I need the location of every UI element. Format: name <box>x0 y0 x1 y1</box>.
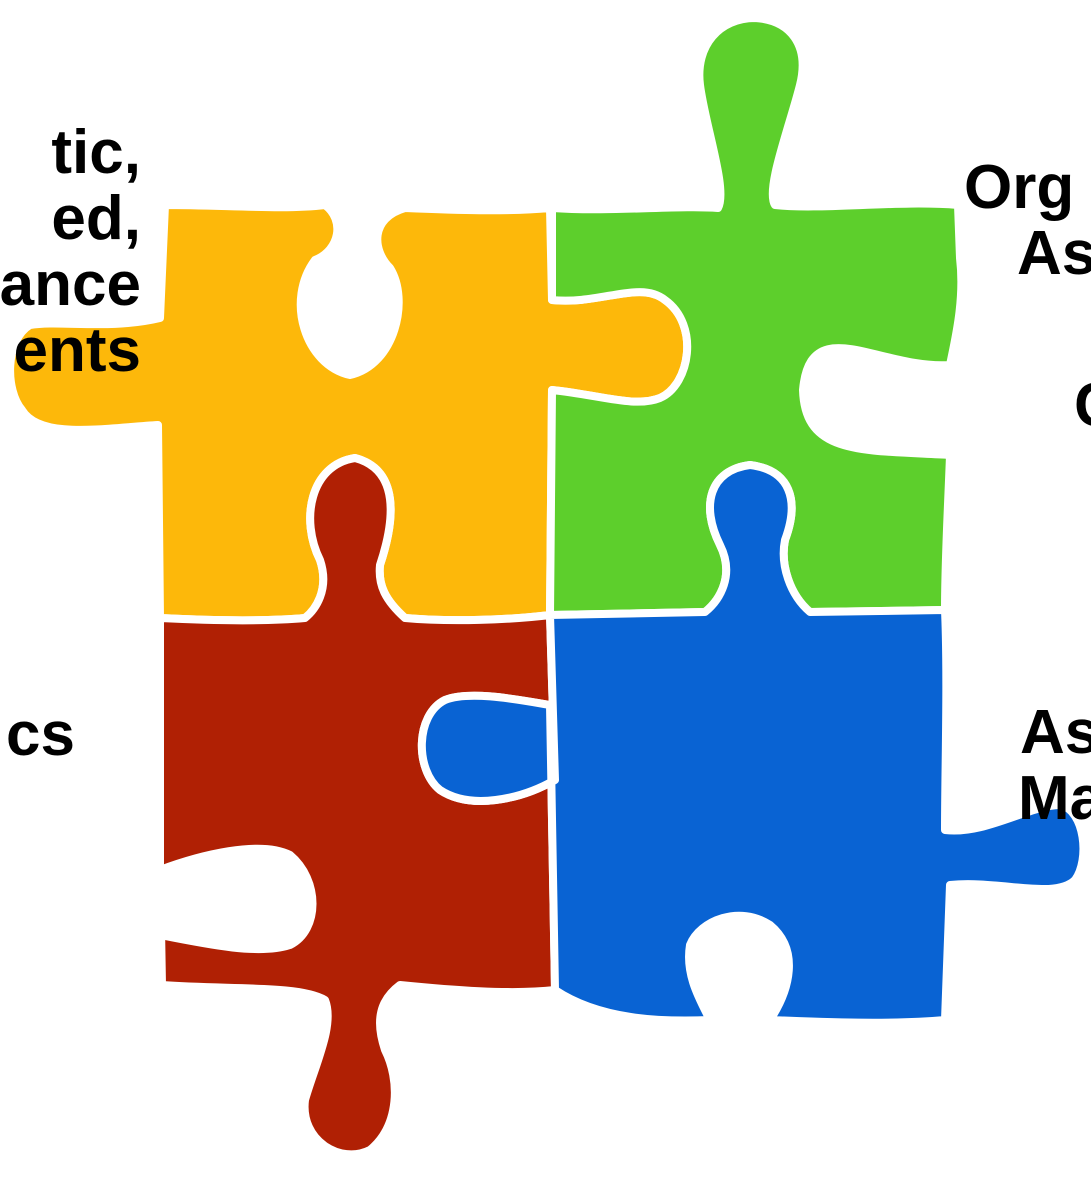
label-left-top-line-2: ed, <box>51 184 141 253</box>
label-right-top-line-1: Org <box>964 153 1075 222</box>
label-right-bottom: As Ma <box>1018 698 1091 833</box>
label-left-top-line-3: ance <box>0 250 141 319</box>
socket-green-right <box>803 348 950 455</box>
label-right-bottom-line-2: Ma <box>1018 764 1091 833</box>
label-left-top-line-4: ents <box>13 316 141 385</box>
label-left-top: tic, ed, ance ents <box>0 120 141 384</box>
socket-red-left <box>160 848 313 950</box>
label-right-top-line-3: C <box>964 373 1091 439</box>
socket-yellow-top <box>300 205 405 375</box>
socket-blue-bottom <box>689 915 789 1020</box>
label-right-bottom-line-1: As <box>1020 698 1091 767</box>
label-left-top-line-1: tic, <box>51 118 141 187</box>
label-left-bottom: cs <box>6 700 75 769</box>
puzzle-piece-blue <box>417 461 1088 1027</box>
label-right-top-line-2: As <box>1017 219 1091 288</box>
label-right-top: Org As C <box>964 155 1091 439</box>
